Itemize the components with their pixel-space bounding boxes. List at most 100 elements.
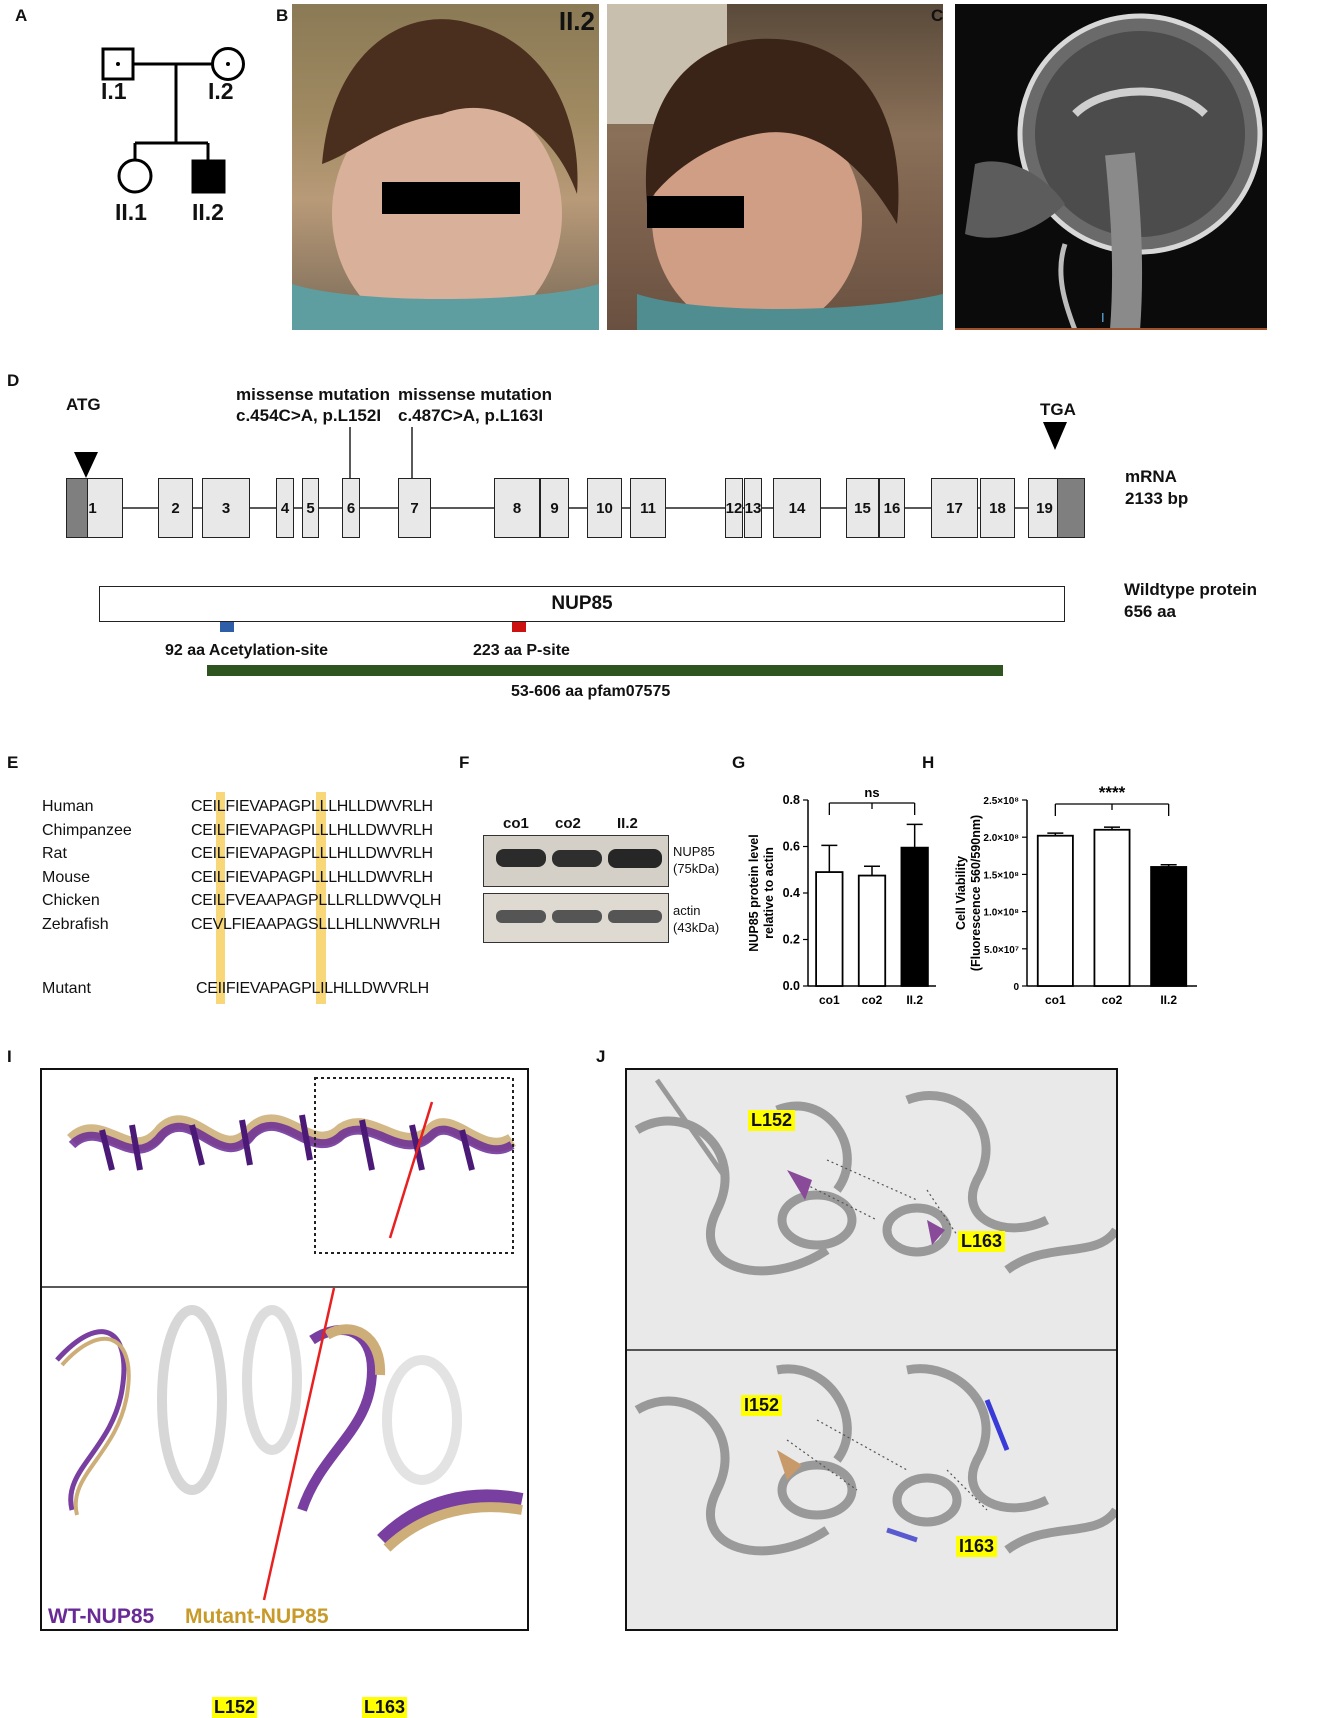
lane-co1: co1 <box>503 815 529 832</box>
y-axis-label: NUP85 protein levelrelative to actin <box>747 834 776 951</box>
pedigree-i2: I.2 <box>208 78 234 104</box>
exon-14: 14 <box>773 478 821 538</box>
exon-6: 6 <box>342 478 360 538</box>
panel-label-b: B <box>276 6 289 25</box>
protein-bar: NUP85 <box>99 586 1065 622</box>
structure-panel: L152 L163 WT-NUP85 Mutant-NUP85 <box>40 1068 529 1718</box>
mutant-sequence: CEIIFIEVAPAGPLILHLLDWVRLH <box>196 980 429 997</box>
exon-19: 19 <box>1028 478 1085 538</box>
mrna-label: mRNA 2133 bp <box>1125 467 1189 508</box>
bar <box>1150 866 1188 987</box>
legend-mutant: Mutant-NUP85 <box>185 1605 329 1628</box>
protein-label: Wildtype protein 656 aa <box>1124 580 1258 621</box>
bar <box>815 871 844 987</box>
bar <box>1036 834 1074 987</box>
x-tick-label: co2 <box>862 993 883 1007</box>
pedigree-chart <box>101 47 245 194</box>
y-tick-label: 0 <box>1013 982 1019 993</box>
exon-9: 9 <box>540 478 569 538</box>
structure-label-l163: L163 <box>362 1697 408 1718</box>
photo-frontal: II.2 <box>292 4 599 330</box>
lane-ii2: II.2 <box>617 815 638 832</box>
panel-label-h: H <box>922 753 935 772</box>
x-tick-label: co1 <box>1045 993 1066 1007</box>
start-codon-label: ATG <box>66 395 101 414</box>
x-tick-label: II.2 <box>1160 993 1177 1007</box>
bar <box>900 846 929 987</box>
acetylation-site-marker <box>220 622 234 632</box>
exon-2: 2 <box>158 478 193 538</box>
pfam-domain-label: 53-606 aa pfam07575 <box>511 683 671 700</box>
blot-nup85 <box>483 835 669 887</box>
x-tick-label: II.2 <box>906 993 923 1007</box>
photo-label: II.2 <box>558 6 595 36</box>
band-nup85-label: NUP85(75kDa) <box>673 844 720 876</box>
zoom-box <box>314 1077 514 1254</box>
exon-10: 10 <box>587 478 622 538</box>
x-tick-label: co1 <box>819 993 840 1007</box>
p-site-label: 223 aa P-site <box>473 642 570 659</box>
start-codon-arrow <box>74 452 98 478</box>
sister-circle <box>117 158 153 194</box>
y-tick-label: 1.5×10⁸ <box>983 870 1019 881</box>
lane-co2: co2 <box>555 815 581 832</box>
mutation1-label: missense mutation c.454C>A, p.L152I <box>236 385 390 425</box>
panel-label-d: D <box>7 371 20 390</box>
bar <box>857 874 887 987</box>
mutation2-label: missense mutation c.487C>A, p.L163I <box>398 385 552 425</box>
species-list: Human Chimpanzee Rat Mouse Chicken Zebra… <box>42 798 132 933</box>
acetylation-site-label: 92 aa Acetylation-site <box>165 642 329 659</box>
exon-12: 12 <box>725 478 743 538</box>
y-tick-label: 2.5×10⁸ <box>983 796 1019 807</box>
mri-marker: I <box>1101 310 1105 325</box>
band-actin-label: actin(43kDa) <box>673 903 720 935</box>
pedigree-i1: I.1 <box>101 78 127 104</box>
y-tick-label: 2.0×10⁸ <box>983 833 1019 844</box>
panel-label-a: A <box>15 6 28 25</box>
panel-label-e: E <box>7 753 19 772</box>
pedigree-ii2: II.2 <box>192 199 224 225</box>
exon-3: 3 <box>202 478 250 538</box>
y-tick-label: 0.2 <box>783 933 800 947</box>
structure-label-l152: L152 <box>212 1697 258 1718</box>
highlight-l152 <box>216 792 225 1004</box>
pedigree-ii1: II.1 <box>115 199 147 225</box>
sequence-list: CEILFIEVAPAGPLLLHLLDWVRLH CEILFIEVAPAGPL… <box>191 798 442 933</box>
exon-16: 16 <box>879 478 905 538</box>
y-tick-label: 0.8 <box>783 793 800 807</box>
exon-13: 13 <box>744 478 762 538</box>
residue-label-i163: I163 <box>956 1536 998 1557</box>
residue-label-i152: I152 <box>741 1395 783 1416</box>
y-tick-label: 0.0 <box>783 979 800 993</box>
significance-label: ns <box>864 785 879 800</box>
blot-actin <box>483 893 669 943</box>
mri-image: I <box>955 4 1267 330</box>
zoom-structure <box>55 1305 524 1552</box>
exon-1: 1 <box>66 478 123 538</box>
panel-label-f: F <box>459 753 470 772</box>
mutant-label: Mutant <box>42 980 91 997</box>
p-site-marker <box>512 622 526 632</box>
panel-label-i: I <box>7 1047 12 1066</box>
exon-8: 8 <box>494 478 540 538</box>
exon-11: 11 <box>630 478 666 538</box>
legend-wt: WT-NUP85 <box>48 1605 155 1628</box>
y-tick-label: 5.0×10⁷ <box>984 945 1019 956</box>
panel-label-g: G <box>732 753 746 772</box>
pfam-domain-bar <box>207 665 1003 676</box>
exon-4: 4 <box>276 478 294 538</box>
bar <box>1093 828 1131 987</box>
overview-structure <box>67 1114 516 1171</box>
panel-label-c: C <box>931 6 944 25</box>
y-tick-label: 1.0×10⁸ <box>983 908 1019 919</box>
y-axis-label: Cell Viability(Fluorescence 560/590nm) <box>954 815 983 971</box>
residue-panel: L152 L163 I152 I163 <box>625 1068 1118 1631</box>
stop-codon-label: TGA <box>1040 400 1076 419</box>
y-tick-label: 0.4 <box>783 886 800 900</box>
proband-square <box>191 159 226 194</box>
exon-18: 18 <box>980 478 1015 538</box>
exon-17: 17 <box>931 478 978 538</box>
exon-15: 15 <box>846 478 879 538</box>
